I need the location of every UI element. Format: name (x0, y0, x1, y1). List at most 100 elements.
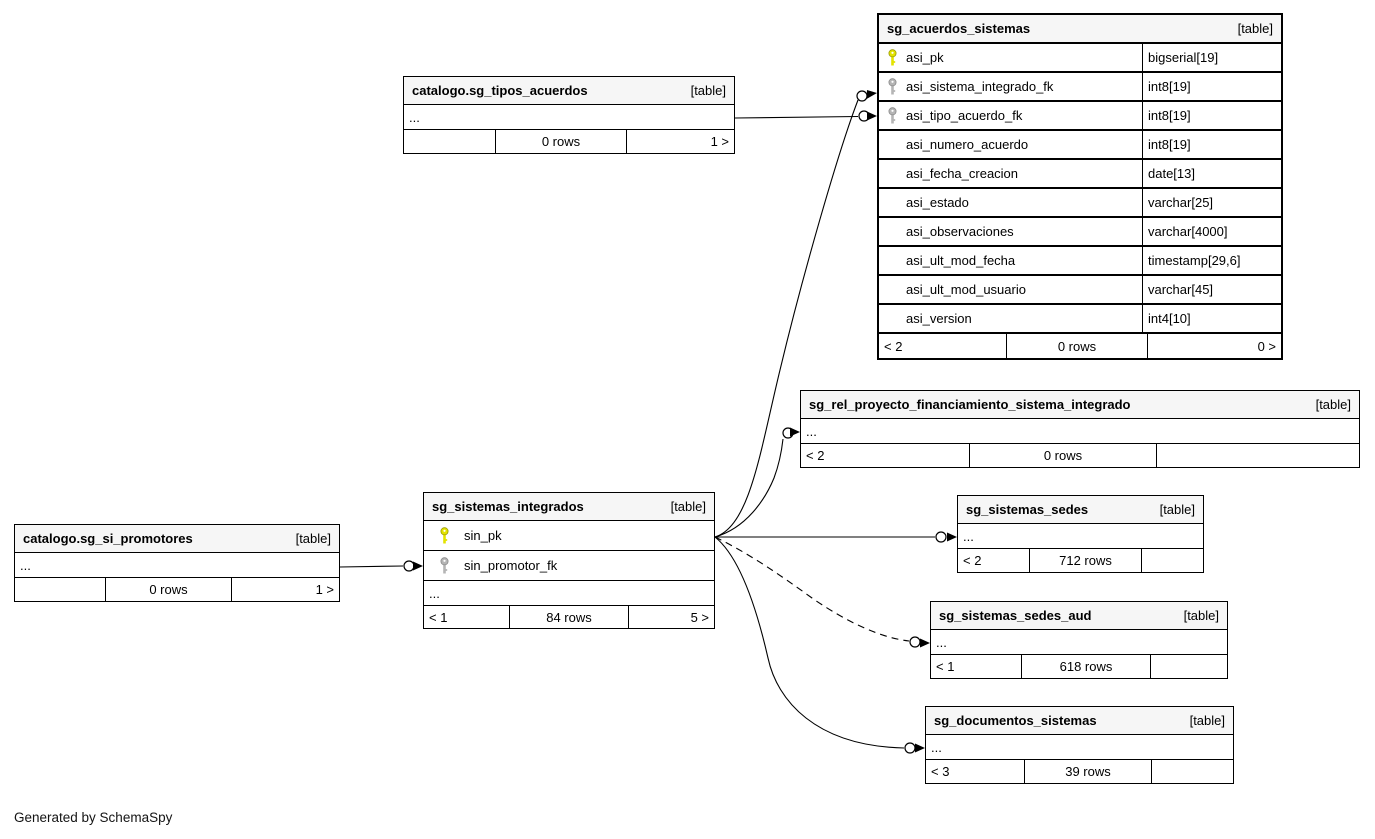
relationship-line-promotores-integrados (339, 560, 423, 572)
table-title[interactable]: catalogo.sg_si_promotores (23, 531, 193, 546)
table-title[interactable]: sg_documentos_sistemas (934, 713, 1097, 728)
column-name: asi_numero_acuerdo (906, 137, 1029, 152)
table-header[interactable]: catalogo.sg_si_promotores [table] (15, 525, 339, 553)
table-footer: < 3 39 rows (926, 760, 1233, 783)
table-title[interactable]: sg_acuerdos_sistemas (887, 21, 1031, 36)
table-footer: < 1 84 rows 5 > (424, 606, 714, 628)
footer-children (1142, 549, 1203, 572)
table-header[interactable]: sg_sistemas_sedes_aud [table] (931, 602, 1227, 630)
table-type-tag: [table] (1315, 397, 1351, 412)
table-header[interactable]: sg_acuerdos_sistemas [table] (879, 15, 1281, 44)
collapsed-columns-ellipsis: ... (926, 735, 1233, 760)
table-header[interactable]: catalogo.sg_tipos_acuerdos [table] (404, 77, 734, 105)
column-row[interactable]: asi_tipo_acuerdo_fk int8[19] (879, 102, 1281, 131)
footer-parents[interactable]: < 2 (879, 334, 1007, 358)
table-footer: < 2 0 rows (801, 444, 1359, 467)
column-name: asi_version (906, 311, 972, 326)
footer-rowcount: 84 rows (510, 606, 629, 628)
table-sg-acuerdos-sistemas[interactable]: sg_acuerdos_sistemas [table] asi_pk bigs… (877, 13, 1283, 360)
table-footer: < 2 712 rows (958, 549, 1203, 572)
column-type: bigserial[19] (1142, 44, 1281, 71)
table-type-tag: [table] (670, 499, 706, 514)
footer-children[interactable]: 1 > (315, 582, 334, 597)
footer-parents[interactable]: < 2 (958, 549, 1030, 572)
footer-children[interactable]: 1 > (710, 134, 729, 149)
footer-parents[interactable]: < 1 (424, 606, 510, 628)
table-header[interactable]: sg_rel_proyecto_financiamiento_sistema_i… (801, 391, 1359, 419)
footer-children (1151, 655, 1227, 678)
foreign-key-icon (440, 556, 448, 573)
table-footer: < 1 618 rows (931, 655, 1227, 678)
table-catalogo-sg-tipos-acuerdos[interactable]: catalogo.sg_tipos_acuerdos [table] ... 0… (403, 76, 735, 154)
table-title[interactable]: sg_sistemas_integrados (432, 499, 584, 514)
column-type: int8[19] (1142, 131, 1281, 158)
column-name: sin_pk (464, 528, 502, 543)
table-header[interactable]: sg_sistemas_sedes [table] (958, 496, 1203, 524)
column-row[interactable]: asi_fecha_creacion date[13] (879, 160, 1281, 189)
column-row[interactable]: asi_ult_mod_fecha timestamp[29,6] (879, 247, 1281, 276)
footer-parents[interactable]: < 1 (931, 655, 1022, 678)
column-row[interactable]: asi_ult_mod_usuario varchar[45] (879, 276, 1281, 305)
table-title[interactable]: sg_rel_proyecto_financiamiento_sistema_i… (809, 397, 1131, 412)
footer-parents[interactable]: < 2 (801, 444, 970, 467)
column-type: varchar[45] (1142, 276, 1281, 303)
primary-key-icon (440, 526, 448, 543)
table-sg-sistemas-integrados[interactable]: sg_sistemas_integrados [table] sin_pk si… (423, 492, 715, 629)
table-type-tag: [table] (295, 531, 331, 546)
table-title[interactable]: sg_sistemas_sedes (966, 502, 1089, 517)
column-name: asi_pk (906, 50, 944, 65)
column-row[interactable]: asi_estado varchar[25] (879, 189, 1281, 218)
relationship-line-integrados-rel-proyecto (714, 427, 800, 538)
footer-children (1157, 444, 1359, 467)
footer-rowcount: 0 rows (106, 578, 232, 601)
primary-key-icon (888, 48, 897, 65)
footer-parents (404, 130, 496, 153)
table-type-tag: [table] (1237, 21, 1273, 36)
footer-rowcount: 618 rows (1022, 655, 1151, 678)
footer-parents (15, 578, 106, 601)
table-title[interactable]: sg_sistemas_sedes_aud (939, 608, 1092, 623)
footer-rowcount: 39 rows (1025, 760, 1152, 783)
footer-children (1152, 760, 1233, 783)
table-header[interactable]: sg_sistemas_integrados [table] (424, 493, 714, 521)
column-row[interactable]: sin_pk (424, 521, 714, 551)
column-type: timestamp[29,6] (1142, 247, 1281, 274)
table-catalogo-sg-si-promotores[interactable]: catalogo.sg_si_promotores [table] ... 0 … (14, 524, 340, 602)
column-row[interactable]: sin_promotor_fk (424, 551, 714, 581)
column-type: int8[19] (1142, 73, 1281, 100)
footer-parents[interactable]: < 3 (926, 760, 1025, 783)
table-sg-documentos-sistemas[interactable]: sg_documentos_sistemas [table] ... < 3 3… (925, 706, 1234, 784)
footer-children[interactable]: 5 > (690, 609, 709, 625)
column-row[interactable]: asi_numero_acuerdo int8[19] (879, 131, 1281, 160)
table-sg-sistemas-sedes-aud[interactable]: sg_sistemas_sedes_aud [table] ... < 1 61… (930, 601, 1228, 679)
column-name: asi_fecha_creacion (906, 166, 1019, 181)
table-type-tag: [table] (1183, 608, 1219, 623)
column-name: asi_estado (906, 195, 969, 210)
collapsed-columns-ellipsis: ... (15, 553, 339, 578)
table-footer: 0 rows 1 > (15, 578, 339, 601)
table-sg-sistemas-sedes[interactable]: sg_sistemas_sedes [table] ... < 2 712 ro… (957, 495, 1204, 573)
table-sg-rel-proyecto-financiamiento-sistema-integrado[interactable]: sg_rel_proyecto_financiamiento_sistema_i… (800, 390, 1360, 468)
collapsed-columns-ellipsis: ... (958, 524, 1203, 549)
column-name: asi_observaciones (906, 224, 1014, 239)
column-row[interactable]: asi_version int4[10] (879, 305, 1281, 334)
column-type: varchar[25] (1142, 189, 1281, 216)
column-row[interactable]: asi_sistema_integrado_fk int8[19] (879, 73, 1281, 102)
table-header[interactable]: sg_documentos_sistemas [table] (926, 707, 1233, 735)
footer-rowcount: 0 rows (496, 130, 627, 153)
footer-children[interactable]: 0 > (1257, 338, 1276, 354)
column-type: date[13] (1142, 160, 1281, 187)
collapsed-columns-ellipsis: ... (931, 630, 1227, 655)
relationship-line-tipos-acuerdos (734, 110, 877, 122)
column-row[interactable]: asi_pk bigserial[19] (879, 44, 1281, 73)
column-type: int8[19] (1142, 102, 1281, 129)
column-name: asi_ult_mod_fecha (906, 253, 1016, 268)
table-footer: 0 rows 1 > (404, 130, 734, 153)
collapsed-columns-ellipsis: ... (424, 581, 714, 606)
column-row[interactable]: asi_observaciones varchar[4000] (879, 218, 1281, 247)
table-title[interactable]: catalogo.sg_tipos_acuerdos (412, 83, 588, 98)
footer-rowcount: 0 rows (970, 444, 1157, 467)
column-type: varchar[4000] (1142, 218, 1281, 245)
generator-credit: Generated by SchemaSpy (14, 810, 173, 825)
table-type-tag: [table] (690, 83, 726, 98)
